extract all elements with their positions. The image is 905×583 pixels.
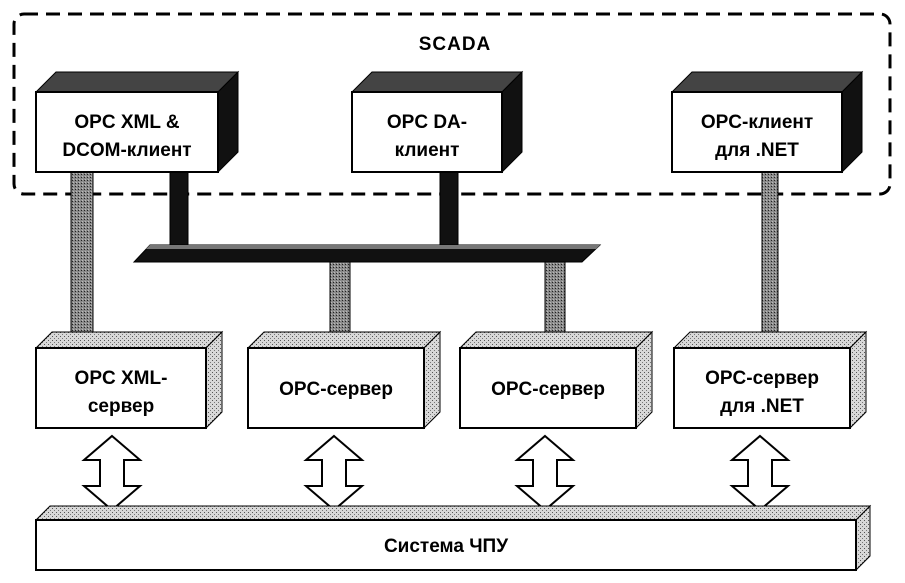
client-da-line1: OPC DA- [387,112,467,133]
link-xml-client-bus [169,169,189,256]
client-net-line1: OPC-клиент [701,112,813,133]
client-xml-dcom-line2: DCOM-клиент [62,140,191,161]
double-arrow-3 [514,434,576,512]
server-box-xml[interactable]: OPC XML- сервер [34,330,224,430]
client-da-line2: клиент [395,140,460,161]
server-opc-2-label: OPC-сервер [491,379,605,400]
server-box-opc-2[interactable]: OPC-сервер [458,330,654,430]
client-net-line2: для .NET [715,140,799,161]
server-xml-line1: OPC XML- [75,368,168,389]
client-box-xml-dcom[interactable]: OPC XML & DCOM-клиент [34,70,240,174]
link-da-client-bus [439,169,459,256]
cnc-system-label: Система ЧПУ [384,536,508,557]
client-box-da[interactable]: OPC DA- клиент [350,70,524,174]
server-box-net[interactable]: OPC-сервер для .NET [672,330,868,430]
double-arrow-4 [729,434,791,512]
cnc-system-box[interactable]: Система ЧПУ [34,504,872,572]
scada-label: SCADA [419,34,492,55]
client-box-net[interactable]: OPC-клиент для .NET [670,70,864,174]
bus-highlight [146,245,600,249]
link-net-client-server [761,171,779,345]
double-arrow-2 [303,434,365,512]
server-net-line1: OPC-сервер [705,368,819,389]
server-net-line2: для .NET [720,396,804,417]
server-box-opc-1[interactable]: OPC-сервер [246,330,442,430]
double-arrow-1 [81,434,143,512]
link-xml-client-server [70,169,94,351]
server-opc-1-label: OPC-сервер [279,379,393,400]
server-xml-line2: сервер [88,396,154,417]
client-xml-dcom-line1: OPC XML & [74,112,179,133]
